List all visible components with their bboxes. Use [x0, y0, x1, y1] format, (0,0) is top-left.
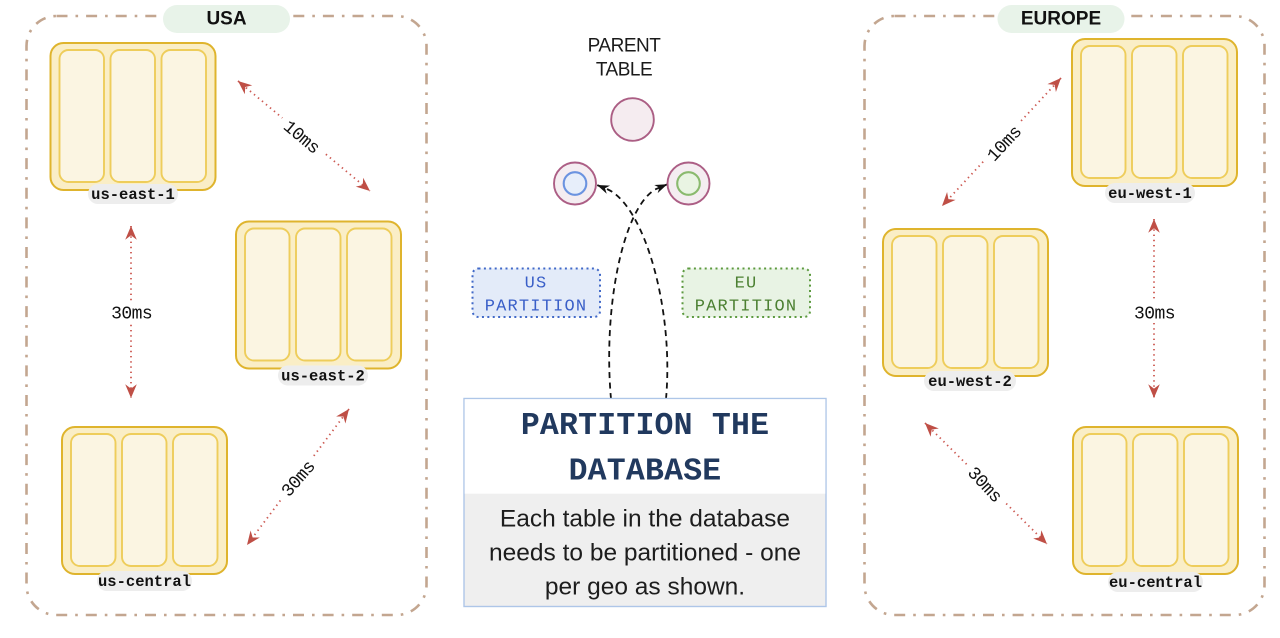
svg-text:USA: USA	[206, 9, 246, 30]
svg-text:Each table in the database: Each table in the database	[500, 506, 790, 533]
svg-text:TABLE: TABLE	[596, 60, 652, 81]
svg-text:30ms: 30ms	[111, 305, 152, 325]
svg-text:us-central: us-central	[98, 573, 191, 591]
svg-text:per geo as shown.: per geo as shown.	[545, 574, 745, 601]
svg-text:PARENT: PARENT	[588, 36, 662, 57]
svg-text:PARTITION THE: PARTITION THE	[521, 409, 769, 444]
svg-text:eu-central: eu-central	[1109, 574, 1202, 592]
svg-text:30ms: 30ms	[1134, 305, 1175, 325]
svg-text:EUROPE: EUROPE	[1021, 9, 1101, 30]
svg-text:DATABASE: DATABASE	[569, 455, 722, 490]
svg-text:PARTITION: PARTITION	[695, 298, 798, 317]
svg-text:us-east-2: us-east-2	[281, 368, 365, 386]
svg-text:needs to be partitioned - one: needs to be partitioned - one	[489, 540, 801, 567]
svg-text:us-east-1: us-east-1	[91, 186, 175, 204]
svg-text:eu-west-1: eu-west-1	[1108, 185, 1192, 203]
svg-text:eu-west-2: eu-west-2	[928, 373, 1012, 391]
svg-text:EU: EU	[735, 275, 758, 294]
svg-text:PARTITION: PARTITION	[485, 298, 588, 317]
svg-text:US: US	[525, 275, 548, 294]
